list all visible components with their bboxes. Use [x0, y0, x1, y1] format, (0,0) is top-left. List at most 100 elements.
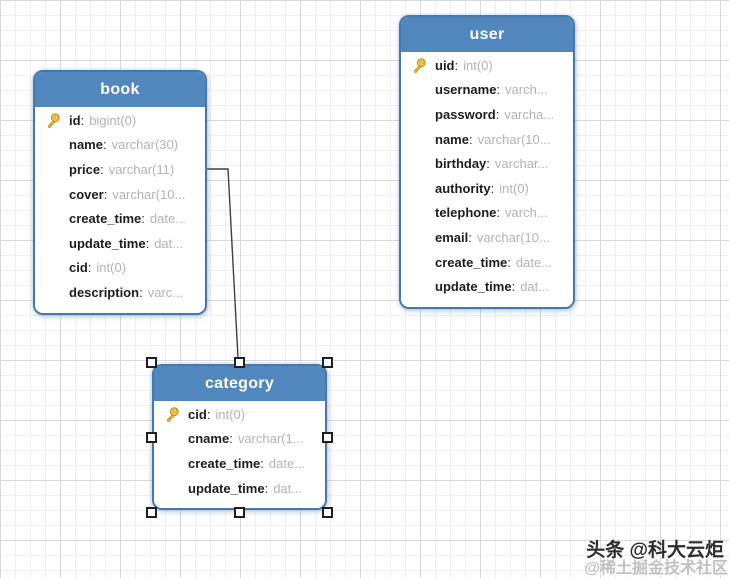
key-spacer	[410, 155, 435, 173]
field-row[interactable]: birthday varchar...	[401, 151, 573, 176]
key-spacer	[44, 210, 69, 228]
field-row[interactable]: price varchar(11)	[35, 157, 205, 182]
field-name: password	[435, 107, 499, 122]
key-spacer	[410, 278, 435, 296]
key-spacer	[410, 204, 435, 222]
table-header[interactable]: category	[154, 366, 325, 401]
field-type: int(0)	[215, 406, 246, 422]
field-row[interactable]: email varchar(10...	[401, 225, 573, 250]
table-header[interactable]: book	[35, 72, 205, 107]
primary-key-icon	[44, 111, 69, 129]
field-row[interactable]: cid int(0)	[35, 256, 205, 281]
field-row[interactable]: id bigint(0)	[35, 108, 205, 133]
watermark-author: 头条 @科大云炬	[586, 540, 724, 561]
table-title: user	[469, 25, 505, 43]
field-type: varchar(10...	[477, 131, 551, 147]
field-name: name	[69, 137, 107, 152]
field-row[interactable]: description varc...	[35, 280, 205, 305]
key-spacer	[44, 234, 69, 252]
field-type: date...	[149, 211, 187, 227]
field-row[interactable]: cover varchar(10...	[35, 182, 205, 207]
watermark-community: @稀土掘金技术社区	[584, 560, 728, 577]
key-spacer	[410, 130, 435, 148]
field-name: name	[435, 132, 473, 147]
table-header[interactable]: user	[401, 17, 573, 52]
field-row[interactable]: cname varchar(1...	[154, 427, 325, 452]
selection-handle-middle-left[interactable]	[146, 432, 157, 443]
field-type: varchar(30)	[111, 137, 179, 153]
field-name: authority	[435, 181, 494, 196]
primary-key-icon	[163, 405, 188, 423]
field-name: create_time	[188, 456, 264, 471]
field-name: cname	[188, 431, 233, 446]
table-field-list: uid int(0) username varch... password va…	[401, 52, 573, 307]
relationship-line-book-category[interactable]	[207, 168, 239, 359]
field-type: dat...	[154, 235, 184, 251]
table-field-list: cid int(0) cname varchar(1... create_tim…	[154, 401, 325, 509]
field-type: int(0)	[463, 57, 493, 73]
selection-handle-top-left[interactable]	[146, 357, 157, 368]
selection-handle-bottom-center[interactable]	[234, 507, 245, 518]
field-name: username	[435, 82, 500, 97]
selection-handle-top-center[interactable]	[234, 357, 245, 368]
field-row[interactable]: create_time date...	[35, 206, 205, 231]
selection-handle-top-right[interactable]	[322, 357, 333, 368]
field-row[interactable]: name varchar(10...	[401, 127, 573, 152]
table-book[interactable]: book id bigint(0) name varchar(30)	[33, 70, 207, 315]
primary-key-icon	[410, 56, 435, 74]
field-type: varch...	[505, 82, 548, 98]
selection-box	[146, 357, 333, 518]
field-name: create_time	[69, 211, 145, 226]
key-spacer	[410, 253, 435, 271]
key-spacer	[410, 105, 435, 123]
field-type: varchar...	[494, 156, 549, 172]
field-row[interactable]: uid int(0)	[401, 53, 573, 78]
table-title: category	[204, 374, 275, 392]
table-category[interactable]: category cid int(0) cname varchar(1...	[152, 364, 327, 511]
field-name: update_time	[435, 279, 515, 294]
field-name: description	[69, 285, 143, 300]
field-row[interactable]: name varchar(30)	[35, 133, 205, 158]
field-row[interactable]: username varch...	[401, 78, 573, 103]
key-spacer	[410, 81, 435, 99]
selection-handle-bottom-right[interactable]	[322, 507, 333, 518]
field-type: int(0)	[96, 260, 127, 276]
field-type: varcha...	[504, 106, 555, 122]
field-row[interactable]: update_time dat...	[154, 476, 325, 501]
field-type: dat...	[273, 480, 303, 496]
key-spacer	[44, 185, 69, 203]
field-name: cid	[188, 407, 210, 422]
key-spacer	[44, 160, 69, 178]
field-name: uid	[435, 58, 458, 73]
table-user[interactable]: user uid int(0) username varch...	[399, 15, 575, 309]
key-spacer	[163, 479, 188, 497]
field-row[interactable]: update_time dat...	[401, 274, 573, 299]
field-type: varc...	[147, 284, 184, 300]
table-field-list: id bigint(0) name varchar(30) price varc…	[35, 107, 205, 313]
field-type: int(0)	[499, 180, 529, 196]
field-row[interactable]: cid int(0)	[154, 402, 325, 427]
key-spacer	[44, 136, 69, 154]
field-name: create_time	[435, 255, 511, 270]
field-row[interactable]: create_time date...	[154, 451, 325, 476]
field-row[interactable]: telephone varch...	[401, 201, 573, 226]
field-row[interactable]: password varcha...	[401, 102, 573, 127]
key-spacer	[410, 179, 435, 197]
field-type: varchar(10...	[476, 229, 550, 245]
field-type: varch...	[505, 205, 548, 221]
field-name: cover	[69, 187, 107, 202]
field-name: birthday	[435, 156, 490, 171]
key-spacer	[44, 259, 69, 277]
field-row[interactable]: update_time dat...	[35, 231, 205, 256]
selection-handle-bottom-left[interactable]	[146, 507, 157, 518]
selection-handle-middle-right[interactable]	[322, 432, 333, 443]
table-title: book	[100, 80, 140, 98]
field-row[interactable]: create_time date...	[401, 250, 573, 275]
field-name: cid	[69, 260, 91, 275]
field-type: varchar(1...	[237, 431, 304, 447]
field-type: date...	[268, 455, 306, 471]
field-row[interactable]: authority int(0)	[401, 176, 573, 201]
field-name: update_time	[188, 481, 268, 496]
